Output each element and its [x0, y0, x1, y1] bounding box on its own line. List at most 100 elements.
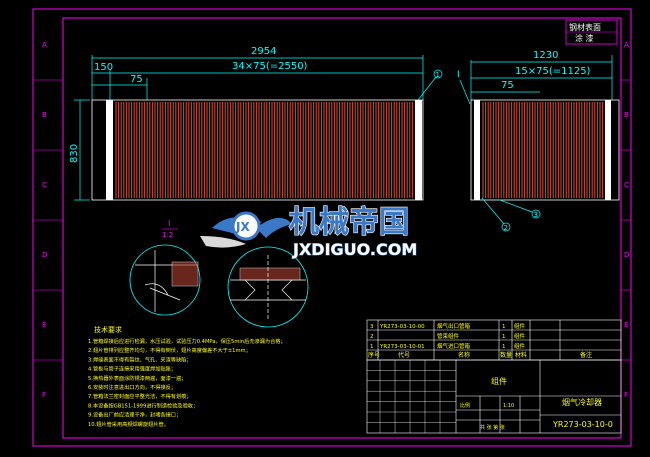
- bom-cell-qty: 1: [502, 344, 506, 350]
- side-callout-2-bubble: [501, 222, 511, 232]
- bom-cell-name: 烟气出口管箱: [437, 322, 471, 330]
- title-block-small-grid: [367, 360, 456, 433]
- bom-cell-no: 3: [370, 324, 374, 330]
- notes-line: 7.管箱法兰密封面应平整光洁，不得有划痕；: [88, 392, 192, 400]
- side-zone-ticks: [33, 79, 631, 361]
- side-body-outline: [470, 99, 620, 201]
- title-drawing-name: 烟气冷却器: [562, 397, 602, 407]
- detail-views: I 1:2: [129, 219, 309, 328]
- front-callout-leader: [417, 76, 437, 101]
- side-first-pitch: 75: [501, 80, 514, 91]
- watermark-en-text: JXDIGUO.COM: [292, 240, 417, 259]
- side-callout-3: 3: [534, 211, 538, 219]
- bom-cell-name: 烟气进口管箱: [437, 342, 471, 350]
- notes-line: 6.安装时注意进出口方向，不得接反；: [88, 383, 176, 391]
- watermark-logo-letters: JX: [235, 220, 250, 234]
- front-left-tubesheet: [106, 100, 113, 200]
- front-first-pitch: 75: [130, 74, 143, 85]
- zone-letter-e-right: E: [624, 321, 628, 329]
- side-section-mark: I: [457, 70, 460, 80]
- title-sheet-label: 共 张 第 张: [480, 424, 505, 431]
- zone-letter-c-left: C: [42, 181, 47, 189]
- bom-header-note: 备注: [580, 351, 592, 359]
- notes-line: 1.管箱焊接后应进行检漏，水压试验，试验压力0.4MPa，保压5min后无渗漏为…: [88, 337, 286, 345]
- bom-header-name: 名称: [458, 351, 470, 359]
- notes-line: 5.换热器外表面涂防锈漆两遍，面漆一遍；: [88, 374, 186, 382]
- notes-line: 3.焊缝表面不得有裂纹、气孔、夹渣等缺陷；: [88, 355, 192, 363]
- side-callout-3-bubble: [531, 209, 541, 219]
- side-section-leader: [459, 79, 471, 105]
- side-left-plate: [474, 100, 480, 200]
- side-zone-letters: A B C D E F A B C D E F: [42, 41, 629, 399]
- detail-label-scale: 1:2: [162, 231, 173, 239]
- notes-line: 8.本设备按GB151-1999进行制造检验及验收；: [88, 401, 198, 409]
- watermark-logo: JX: [200, 211, 292, 248]
- zone-letter-e-left: E: [42, 321, 46, 329]
- detail-circle-1: [129, 244, 201, 316]
- sheet-outer-border: [32, 8, 632, 447]
- side-callout-2-leader: [481, 197, 505, 225]
- bom-header: 序号 代号 名称 数量 材料 备注: [368, 351, 592, 359]
- side-view-dimensions: [470, 55, 613, 100]
- detail-2-pipe-section: [230, 255, 306, 320]
- bom-cell-qty: 1: [502, 324, 506, 330]
- bom-cell-qty: 1: [502, 334, 506, 340]
- side-callout-3-leader: [499, 199, 533, 213]
- notes-line: 9.设备出厂前应清理干净，封堵各接口；: [88, 411, 181, 419]
- gear-icon: [231, 211, 261, 241]
- bom-cell-no: 1: [370, 344, 374, 350]
- bom-cell-name: 管束组件: [437, 332, 460, 340]
- detail-1-weld-section: [135, 250, 199, 312]
- bom-cell-no: 2: [370, 334, 374, 340]
- front-left-offset: 150: [94, 62, 113, 73]
- bom-cell-mat: 组件: [514, 332, 526, 340]
- front-overall-length: 2954: [251, 46, 276, 57]
- zone-letter-c-right: C: [624, 181, 629, 189]
- front-callout-1: 1: [436, 71, 440, 79]
- title-drawing-no: YR273-03-10-0: [552, 420, 613, 429]
- bom-header-mat: 材料: [515, 351, 527, 359]
- zone-letter-b-right: B: [624, 111, 629, 119]
- title-scale-label: 比例: [460, 402, 470, 409]
- bom-header-no: 序号: [368, 351, 380, 359]
- title-scale-value: 1:10: [503, 403, 514, 409]
- front-body-outline: [91, 99, 424, 201]
- side-pitch-dim: 15×75(=1125): [515, 66, 591, 77]
- notes-line: 10.翅片管采用高频焊螺旋翅片管。: [88, 420, 169, 428]
- zone-letter-b-left: B: [42, 111, 47, 119]
- notes-line: 4.管板与管子连接采用强度焊加贴胀；: [88, 365, 176, 373]
- bom-cell-mat: 组件: [514, 342, 526, 350]
- zone-letter-d-right: D: [624, 251, 629, 259]
- zone-letter-a-left: A: [42, 41, 47, 49]
- bom-cell-mat: 组件: [514, 322, 526, 330]
- front-view-dimensions: [74, 55, 424, 201]
- detail-circle-2: [227, 246, 309, 328]
- bom-header-code: 代号: [398, 351, 410, 359]
- watermark: JX 机械帝国 JXDIGUO.COM: [200, 204, 418, 260]
- watermark-cn-text: 机械帝国: [289, 205, 409, 240]
- title-block: 组件 烟气冷却器 YR273-03-10-0 比例 1:10 共 张 第 张: [366, 359, 622, 434]
- zone-letter-f-left: F: [42, 391, 46, 399]
- sheet-inner-border: [62, 17, 622, 439]
- technical-notes: 技术要求 1.管箱焊接后应进行检漏，水压试验，试验压力0.4MPa，保压5min…: [88, 325, 286, 428]
- side-overall-length: 1230: [533, 50, 558, 61]
- front-finned-tube-bank: [115, 102, 413, 198]
- front-callout-bubble: [433, 69, 443, 79]
- side-right-plate: [605, 100, 611, 200]
- side-callout-2: 2: [504, 224, 508, 232]
- side-finned-tube-bank: [482, 102, 604, 198]
- bom-cell-code: YR273-03-10-01: [379, 344, 425, 350]
- corner-stamp: 钢材表面 涂 漆: [565, 19, 618, 45]
- corner-stamp-line2: 涂 漆: [575, 33, 594, 43]
- front-view: 2954 34×75(=2550) 150 75 830 1: [69, 46, 443, 201]
- front-pitch-dim: 34×75(=2550): [232, 61, 308, 72]
- zone-letter-a-right: A: [624, 41, 629, 49]
- front-height: 830: [69, 144, 80, 163]
- notes-lines: 1.管箱焊接后应进行检漏，水压试验，试验压力0.4MPa，保压5min后无渗漏为…: [88, 337, 286, 428]
- zone-letter-d-left: D: [42, 251, 47, 259]
- title-block-grid: [366, 359, 622, 434]
- front-right-tubesheet: [415, 100, 422, 200]
- bom-header-qty: 数量: [500, 351, 512, 359]
